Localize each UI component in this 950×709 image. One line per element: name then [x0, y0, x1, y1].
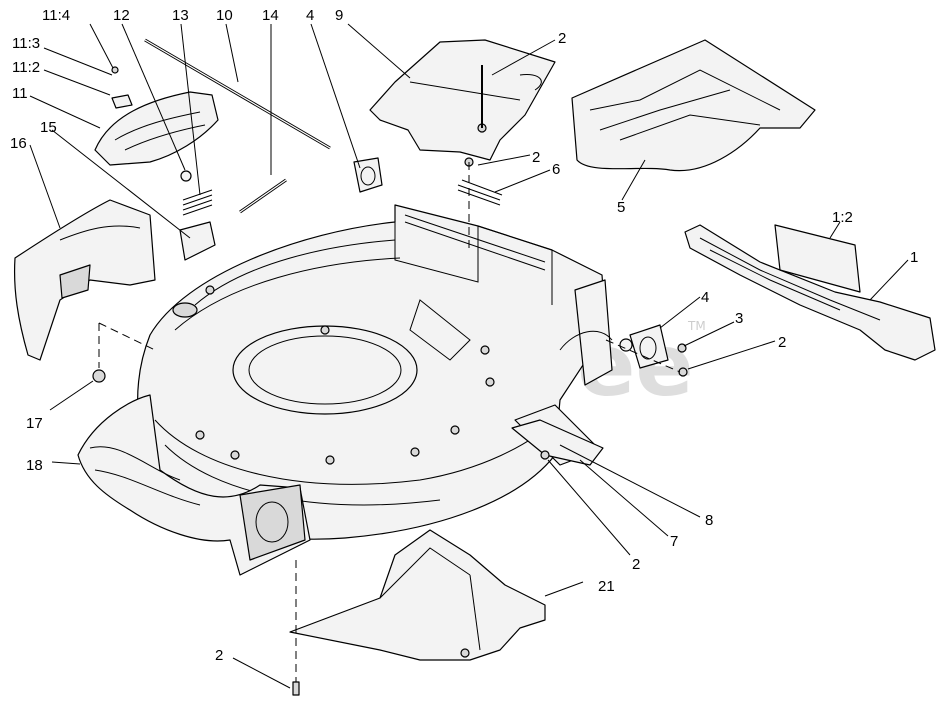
callout-2-lower: 2 [632, 556, 640, 573]
side-cover-part-16 [14, 199, 156, 361]
callout-2-mid: 2 [532, 149, 540, 166]
callout-2-top: 2 [558, 30, 566, 47]
bracket-part-4-upper [353, 157, 383, 193]
callout-7: 7 [670, 533, 678, 550]
callout-10: 10 [216, 7, 233, 24]
nut-part-17 [92, 322, 156, 383]
callout-11-3: 11:3 [12, 35, 40, 52]
discharge-chute-part-21 [289, 529, 546, 696]
right-hardware-parts-4-3-2 [605, 324, 688, 377]
callout-2-bottom: 2 [215, 647, 223, 664]
callout-3: 3 [735, 310, 743, 327]
callout-11-4: 11:4 [42, 7, 70, 24]
rear-door-part-1 [684, 224, 936, 361]
callout-14: 14 [262, 7, 279, 24]
rods-parts-10-14 [144, 38, 331, 214]
spring-part-6 [457, 157, 503, 250]
callout-18: 18 [26, 457, 43, 474]
callout-1: 1 [910, 249, 918, 266]
side-bracket-parts-7-8 [511, 419, 604, 466]
callout-16: 16 [10, 135, 27, 152]
callout-8: 8 [705, 512, 713, 529]
callout-13: 13 [172, 7, 189, 24]
leader-lines [29, 23, 909, 689]
callout-11-2: 11:2 [12, 59, 40, 76]
callout-4-top: 4 [306, 7, 314, 24]
callout-17: 17 [26, 415, 43, 432]
rear-cap-part-11 [94, 66, 219, 166]
callout-9: 9 [335, 7, 343, 24]
callout-1-2: 1:2 [832, 209, 853, 226]
bag-cover-part-5 [571, 39, 816, 172]
callout-6: 6 [552, 161, 560, 178]
callout-4-right: 4 [701, 289, 709, 306]
front-skirt-part-18 [77, 394, 311, 576]
watermark-trademark: TM [687, 319, 706, 333]
mower-deck-housing [137, 204, 613, 540]
callout-2-right: 2 [778, 334, 786, 351]
callout-5: 5 [617, 199, 625, 216]
callout-21: 21 [598, 578, 615, 595]
top-plate-part-9 [369, 39, 556, 161]
callout-12: 12 [113, 7, 130, 24]
callout-labels: 11:4 12 13 10 14 4 9 2 11:3 11:2 11 15 1… [10, 7, 918, 664]
callout-11: 11 [12, 85, 28, 102]
spring-bracket-parts-12-13-15 [179, 170, 216, 261]
callout-15: 15 [40, 119, 57, 136]
